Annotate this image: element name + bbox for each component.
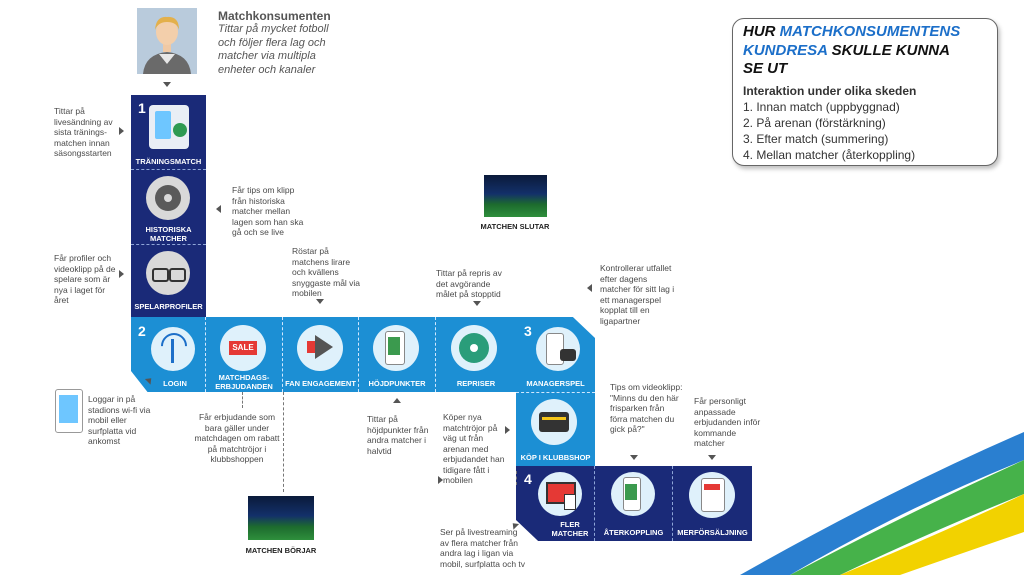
note-livestream: Ser på livestreaming av flera matcher fr… [440,527,526,569]
legend-title-part: SE UT [743,60,788,77]
note-koper: Köper nya matchtröjor på väg ut från are… [443,412,505,485]
tile-merforsaljning[interactable]: MERFÖRSÄLJNING [673,466,752,541]
arrow-right-icon [505,426,510,434]
persona-name: Matchkonsumenten [218,9,331,23]
tile-label: FAN ENGAGEMENT [285,379,356,388]
note-kontrollerar: Kontrollerar utfallet efter dagens match… [600,263,675,326]
note-historiska: Får tips om klipp från historiska matche… [232,185,304,237]
tile-kop-klubbshop[interactable]: KÖP I KLUBBSHOP [516,392,595,466]
stage-number: 3 [524,323,532,339]
arrow-down-icon [473,301,481,306]
stage-number: 1 [138,100,146,116]
tile-label: MERFÖRSÄLJNING [677,528,748,537]
legend-title: HUR MATCHKONSUMENTENS KUNDRESA SKULLE KU… [743,23,993,79]
tile-repriser[interactable]: REPRISER [436,317,516,392]
devices-icon [538,472,582,516]
tile-label: TRÄNINGSMATCH [135,157,202,166]
legend-item: 4. Mellan matcher (återkoppling) [743,148,916,162]
arrow-left-icon [216,205,221,213]
tile-label: REPRISER [456,379,496,388]
tile-label: HÖJDPUNKTER [368,379,426,388]
wifi-tower-icon [151,327,195,371]
legend-box: HUR MATCHKONSUMENTENS KUNDRESA SKULLE KU… [732,18,998,166]
tile-managerspel[interactable]: 3 MANAGERSPEL [516,317,595,392]
arrow-up-icon [393,398,401,403]
note-erbjudande: Får erbjudande som bara gäller under mat… [194,412,280,464]
tile-aterkoppling[interactable]: ÅTERKOPPLING [595,466,673,541]
tile-label: HISTORISKA MATCHER [145,225,192,243]
decorative-swoosh [740,432,1024,575]
note-profiler: Får profiler och videoklipp på de spelar… [54,253,116,305]
stage-number: 2 [138,323,146,339]
credit-card-icon [531,399,577,445]
stadium-image-borjar [248,496,314,540]
note-repris: Tittar på repris av det avgörande målet … [436,268,502,299]
persona-description: Tittar på mycket fotboll och följer fler… [218,23,329,76]
arrow-down-icon [316,299,324,304]
tile-label: LOGIN [163,379,187,388]
stage-number: 4 [524,471,532,487]
note-traning: Tittar på livesändning av sista tränings… [54,106,113,158]
arrow-down-icon [163,82,171,87]
connector-line [283,392,284,492]
sale-label: SALE [229,341,257,355]
legend-subtitle: Interaktion under olika skeden [743,84,917,98]
tile-login[interactable]: 2 LOGIN [131,317,206,392]
arrow-down-icon [708,455,716,460]
tablet-image [55,389,83,433]
persona-avatar [137,8,197,74]
phone-chat-icon [536,327,580,371]
tile-traningsmatch[interactable]: 1 TRÄNINGSMATCH [131,95,206,170]
note-hojdpunkt: Tittar på höjdpunkter från andra matcher… [367,414,429,456]
note-loggar: Loggar in på stadions wi-fi via mobil el… [88,394,151,446]
note-rostar: Röstar på matchens lirare och kvällens s… [292,246,361,298]
connector-line [516,471,517,485]
legend-title-part: SKULLE KUNNA [827,41,950,59]
tile-label: FLER MATCHER [551,520,589,538]
note-personligt: Får personligt anpassade erbjudanden inf… [694,396,761,448]
stadium-label: MATCHEN BÖRJAR [245,546,317,555]
stadium-label: MATCHEN SLUTAR [480,222,550,231]
tile-label: ÅTERKOPPLING [603,528,664,537]
shopping-phone-icon [689,472,735,518]
phone-icon [149,105,189,149]
arrow-right-icon [119,270,124,278]
note-tips: Tips om videoklipp: "Minns du den här fr… [610,382,683,434]
phone-notification-icon [611,472,655,516]
tile-spelarprofiler[interactable]: SPELARPROFILER [131,245,206,317]
film-reel-icon [451,325,497,371]
stadium-image-slutar [484,175,547,217]
arrow-left-icon [587,284,592,292]
arrow-right-icon [438,476,443,484]
connector-line [242,392,243,408]
tile-label: SPELARPROFILER [134,302,203,311]
phone-video-icon [373,325,419,371]
tile-historiska[interactable]: HISTORISKA MATCHER [131,170,206,245]
arrow-down-icon [630,455,638,460]
legend-item: 2. På arenan (förstärkning) [743,116,886,130]
tile-label: KÖP I KLUBBSHOP [520,453,591,462]
arrow-right-icon [119,127,124,135]
legend-title-part: HUR [743,23,780,40]
tile-matchdags[interactable]: SALE MATCHDAGS-ERBJUDANDEN [206,317,283,392]
tile-hojdpunkter[interactable]: HÖJDPUNKTER [359,317,436,392]
tile-label: MATCHDAGS-ERBJUDANDEN [215,373,273,391]
tile-fan-engagement[interactable]: FAN ENGAGEMENT [283,317,359,392]
glasses-icon [146,251,190,295]
tile-label: MANAGERSPEL [526,379,585,388]
tile-fler-matcher[interactable]: 4 FLER MATCHER [516,466,595,541]
legend-title-accent: MATCHKONSUMENTENS [779,23,961,40]
sale-shop-icon: SALE [220,325,266,371]
megaphone-icon [297,325,343,371]
reel-icon [146,176,190,220]
legend-item: 3. Efter match (summering) [743,132,889,146]
legend-title-accent: KUNDRESA [743,41,828,59]
legend-item: 1. Innan match (uppbyggnad) [743,100,900,114]
person-icon [137,8,197,74]
